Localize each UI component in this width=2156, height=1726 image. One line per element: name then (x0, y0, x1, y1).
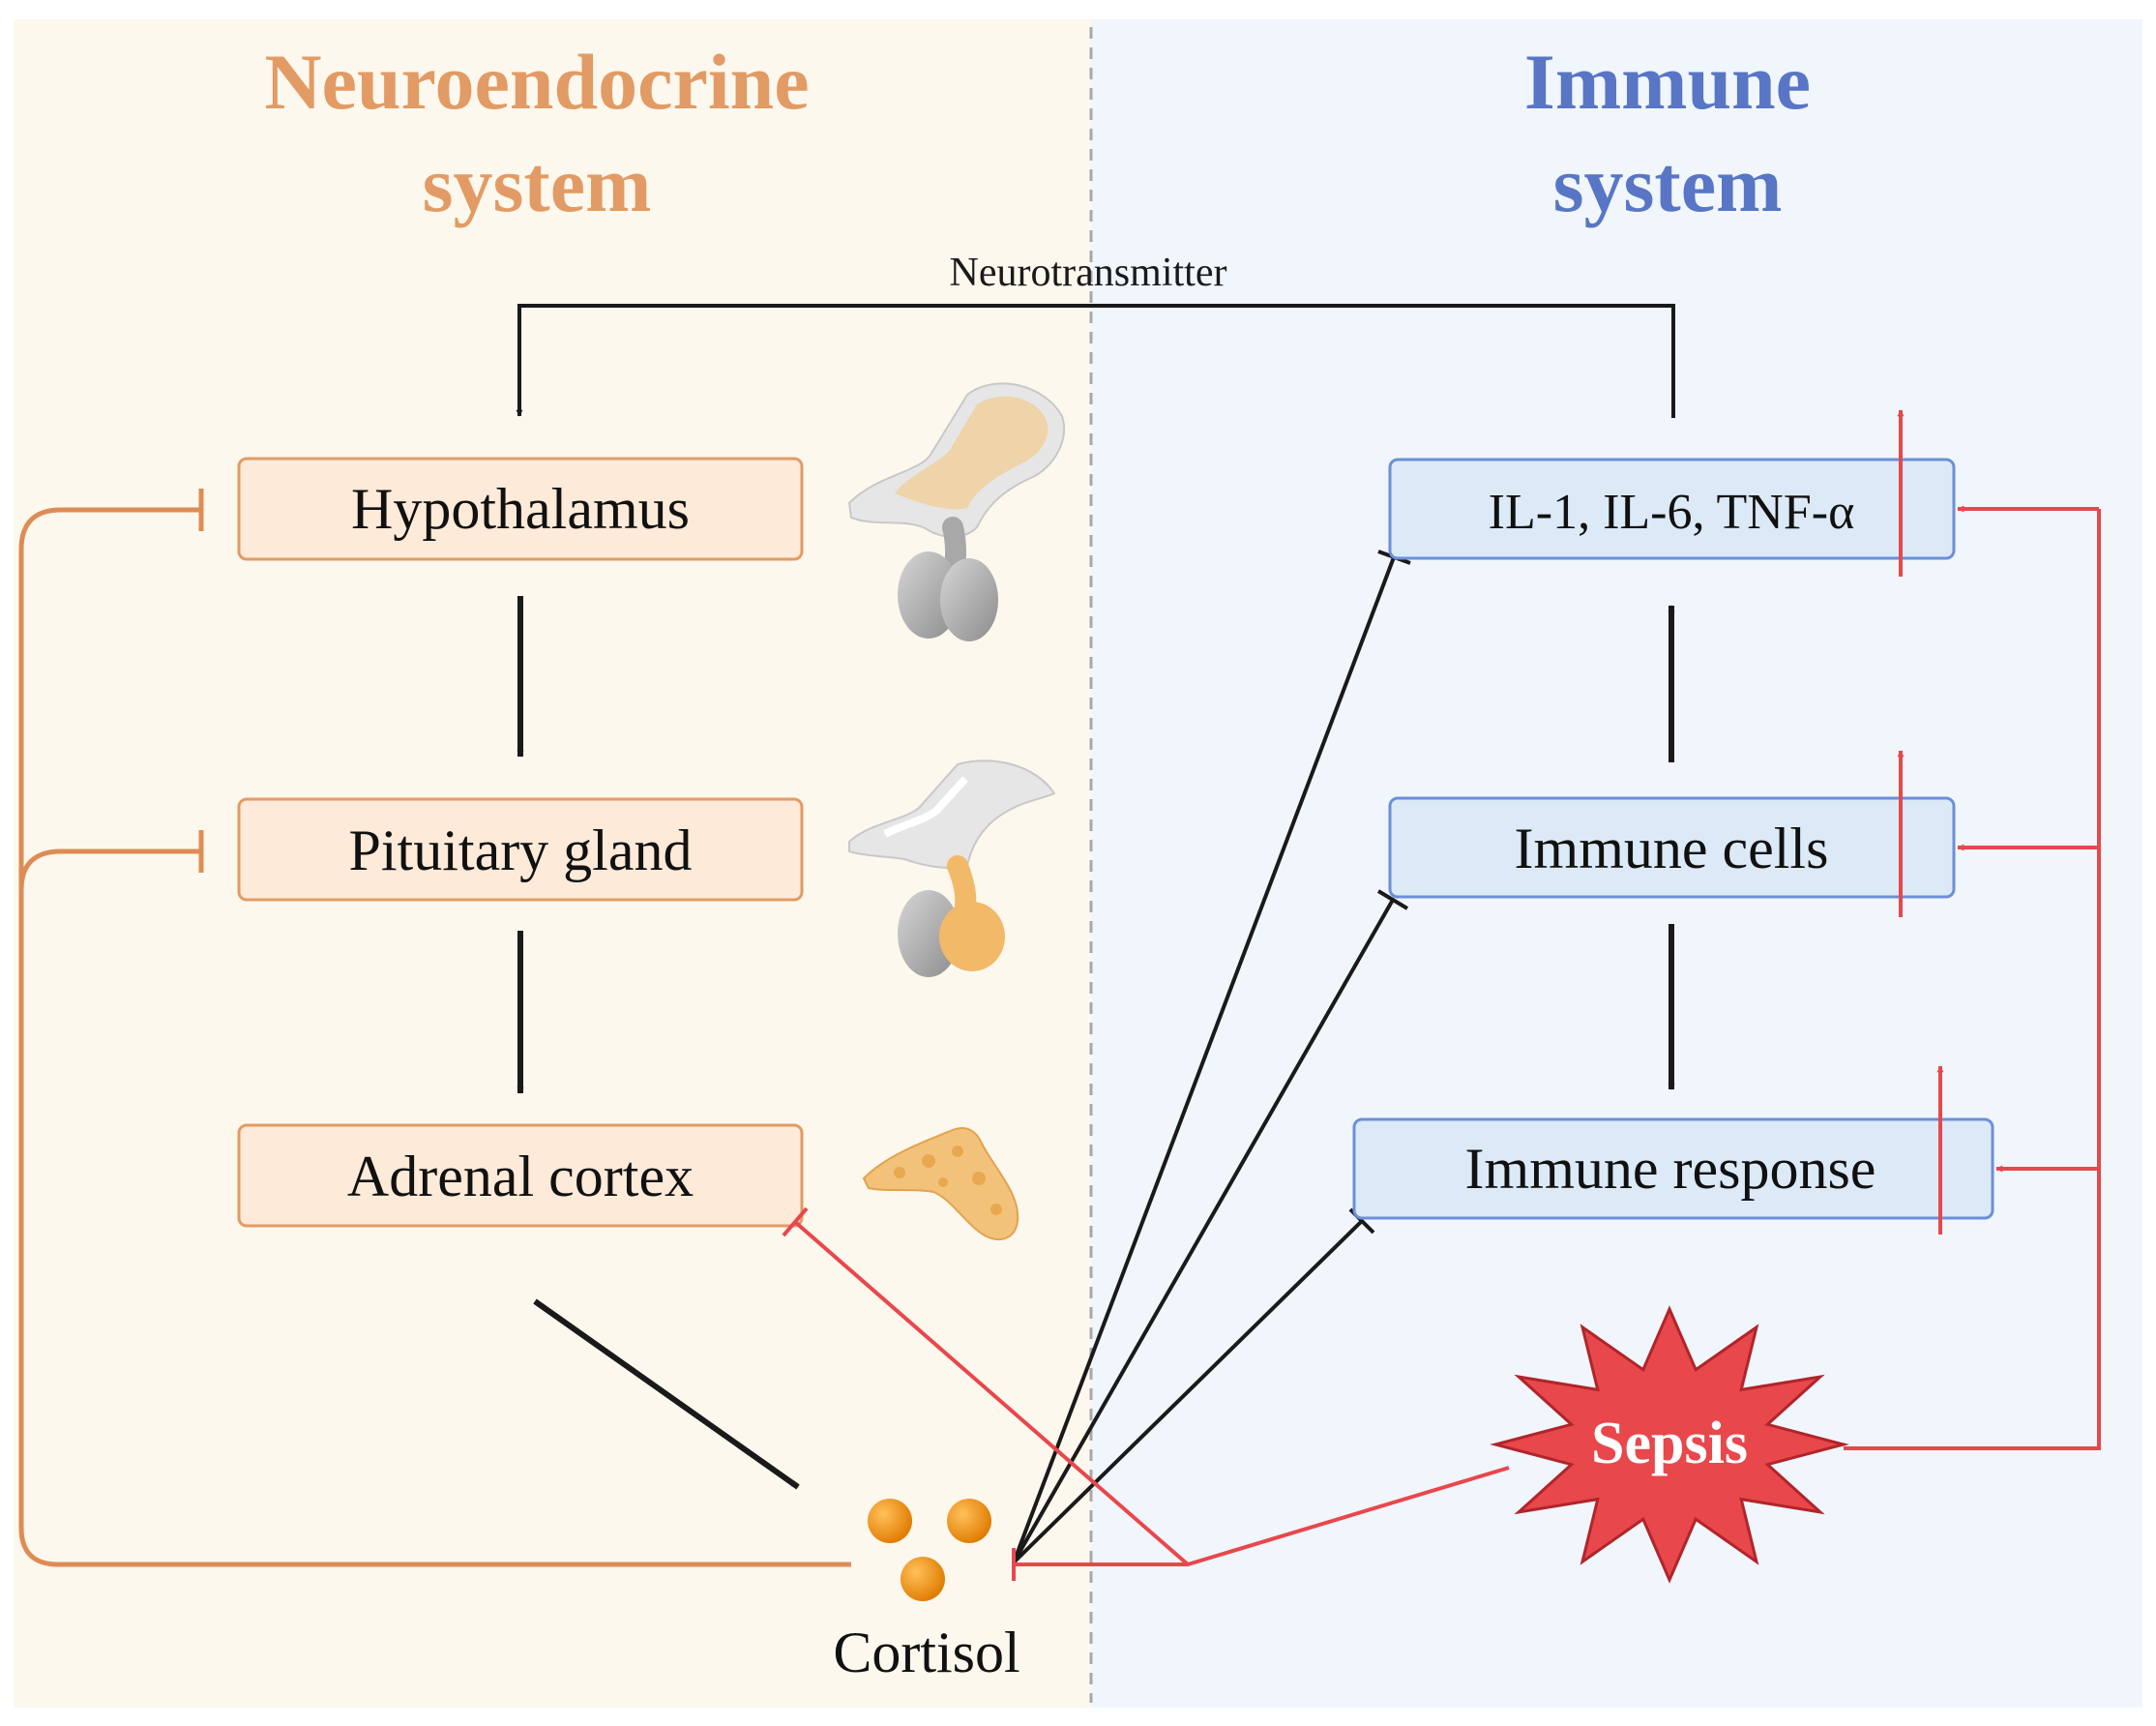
pituitary-label: Pituitary gland (349, 818, 693, 882)
cortisol-feedback-pituitary-branch (18, 848, 199, 891)
cytokines-label: IL-1, IL-6, TNF-α (1489, 485, 1855, 540)
pituitary-node: Pituitary gland (237, 797, 804, 902)
immune-response-label: Immune response (1465, 1137, 1876, 1201)
hypothalamus-label: Hypothalamus (351, 477, 690, 541)
immune-title-line2: system (1553, 140, 1783, 228)
cortisol-inhibit-immune-cells (1012, 899, 1395, 1563)
cortisol-label: Cortisol (833, 1621, 1019, 1684)
neurotransmitter-label: Neurotransmitter (950, 251, 1227, 295)
cortisol-inhibit-immune-response (1012, 1219, 1364, 1564)
arrow-adrenal-to-cortisol (533, 1298, 800, 1490)
sepsis-label: Sepsis (1591, 1411, 1748, 1476)
cytokines-node: IL-1, IL-6, TNF-α (1388, 458, 1956, 560)
hypothalamus-node: Hypothalamus (237, 457, 804, 561)
neuroendocrine-title-line1: Neuroendocrine (264, 38, 809, 126)
sepsis-node: Sepsis (1490, 1305, 1849, 1584)
hypothalamus-illustration-icon (847, 382, 1065, 641)
cortisol-feedback-line (18, 507, 851, 1567)
cortisol-inhibit-immune-cells-bar (1376, 889, 1409, 910)
adrenal-node: Adrenal cortex (237, 1123, 804, 1228)
cortisol-molecules-icon (868, 1499, 991, 1601)
sepsis-inhibit-adrenal-line (793, 1220, 1190, 1566)
sepsis-to-immune-line (1844, 509, 2101, 1450)
neuroendocrine-title-line2: system (423, 140, 652, 228)
neurotransmitter-arrow (516, 304, 1675, 418)
cortisol-inhibit-cytokines (1012, 556, 1396, 1563)
pituitary-illustration-icon (848, 759, 1056, 977)
adrenal-gland-illustration-icon (862, 1126, 1019, 1240)
sepsis-starburst-icon (1490, 1305, 1849, 1584)
immune-cells-node: Immune cells (1388, 796, 1956, 899)
adrenal-label: Adrenal cortex (347, 1145, 694, 1208)
immune-response-node: Immune response (1352, 1117, 1994, 1220)
immune-title-line1: Immune (1524, 38, 1811, 126)
adrenal-inhibit-bar-red (782, 1206, 809, 1237)
immune-cells-label: Immune cells (1515, 817, 1829, 880)
